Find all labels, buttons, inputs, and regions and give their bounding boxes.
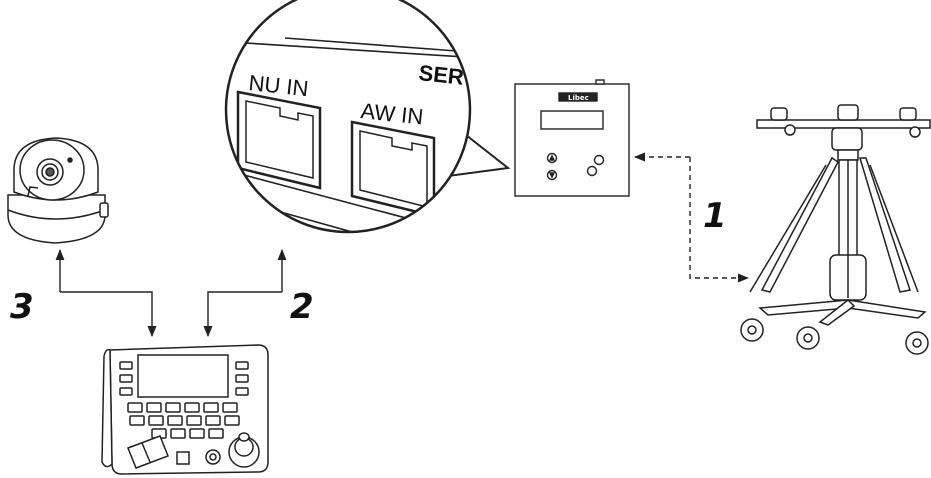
zoom-fader[interactable] xyxy=(127,435,169,469)
step-2-label: 2 xyxy=(290,287,314,327)
controller-display xyxy=(137,354,229,398)
connection-1 xyxy=(633,152,750,283)
remote-controller xyxy=(101,344,269,475)
control-box: Libec xyxy=(514,79,630,197)
connection-2 xyxy=(203,248,287,338)
rear-port-zoom-panel: NU IN AW IN SER xyxy=(224,0,511,234)
nu-in-label: NU IN xyxy=(247,70,309,101)
control-box-logo: Libec xyxy=(568,94,589,102)
nu-in-port xyxy=(236,90,322,190)
menu-button[interactable] xyxy=(586,165,598,177)
enter-button[interactable] xyxy=(593,154,605,166)
tripod-dolly xyxy=(740,104,931,355)
ser-label: SER xyxy=(417,60,465,90)
connection-3 xyxy=(55,248,157,338)
controller-keypad[interactable] xyxy=(127,402,240,439)
step-3-label: 3 xyxy=(10,287,34,327)
step-1-label: 1 xyxy=(703,196,727,236)
ptz-camera xyxy=(7,137,109,244)
control-box-display xyxy=(540,110,604,130)
